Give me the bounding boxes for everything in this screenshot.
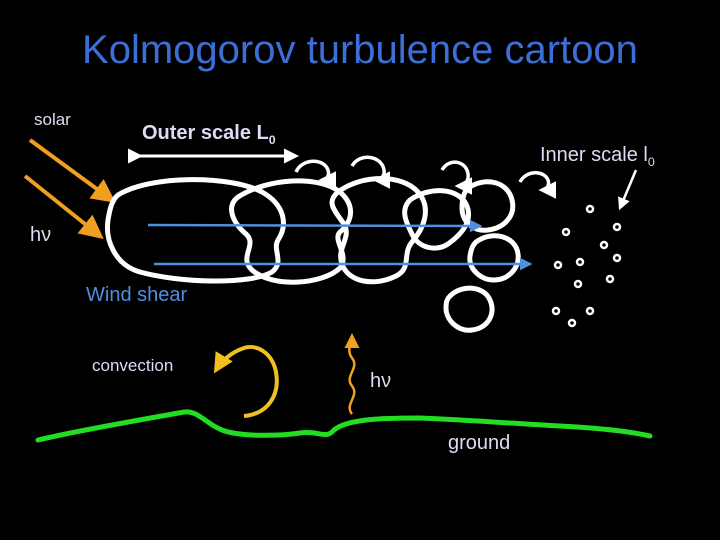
page-title: Kolmogorov turbulence cartoon — [82, 28, 638, 72]
convection-arrow — [213, 345, 279, 418]
hv-left-label: hν — [30, 224, 52, 246]
small-eddy — [605, 274, 615, 284]
small-eddy — [585, 306, 595, 316]
eddy-3 — [329, 176, 428, 285]
curl-arrow-2 — [350, 155, 391, 189]
solar-ray-2 — [23, 174, 104, 239]
solar-ray-1 — [28, 138, 116, 203]
wind-shear-label: Wind shear — [86, 284, 188, 306]
inner-scale-pointer — [618, 169, 638, 211]
inner-scale-text: Inner scale l — [540, 144, 648, 166]
small-eddy — [575, 257, 585, 267]
small-eddy — [612, 253, 622, 263]
ground-line — [35, 409, 653, 443]
curl-arrows — [294, 155, 557, 199]
small-eddy — [599, 240, 609, 250]
curl-arrow-4 — [518, 171, 557, 199]
inner-scale-label: Inner scale l0 — [540, 144, 655, 169]
outer-scale-subscript: 0 — [268, 133, 276, 147]
eddies — [104, 176, 521, 333]
curl-arrow-1 — [294, 159, 337, 189]
wind-shear-arrows — [147, 219, 533, 271]
eddy-4 — [402, 188, 472, 251]
solar-label: solar — [34, 110, 71, 129]
small-eddy — [573, 279, 583, 289]
eddy-7 — [443, 285, 495, 333]
inner-scale-subscript: 0 — [647, 155, 655, 169]
wind-arrow-upper — [147, 219, 483, 233]
eddy-5 — [459, 179, 516, 233]
solar-rays — [23, 138, 116, 239]
small-eddy — [561, 227, 571, 237]
small-eddies — [551, 204, 622, 328]
outer-scale-label: Outer scale L0 — [142, 122, 276, 147]
small-eddy — [567, 318, 577, 328]
convection-label: convection — [92, 356, 174, 375]
small-eddy — [553, 260, 563, 270]
eddy-6 — [467, 233, 521, 283]
curl-arrow-3 — [440, 160, 473, 195]
outer-scale-text: Outer scale L — [142, 122, 269, 144]
ground-radiation-wave — [344, 333, 360, 415]
ground-label: ground — [448, 432, 511, 454]
small-eddy — [585, 204, 595, 214]
small-eddy — [612, 222, 622, 232]
small-eddy — [551, 306, 561, 316]
eddy-outer-large — [104, 177, 286, 284]
hv-ground-label: hν — [370, 370, 392, 392]
